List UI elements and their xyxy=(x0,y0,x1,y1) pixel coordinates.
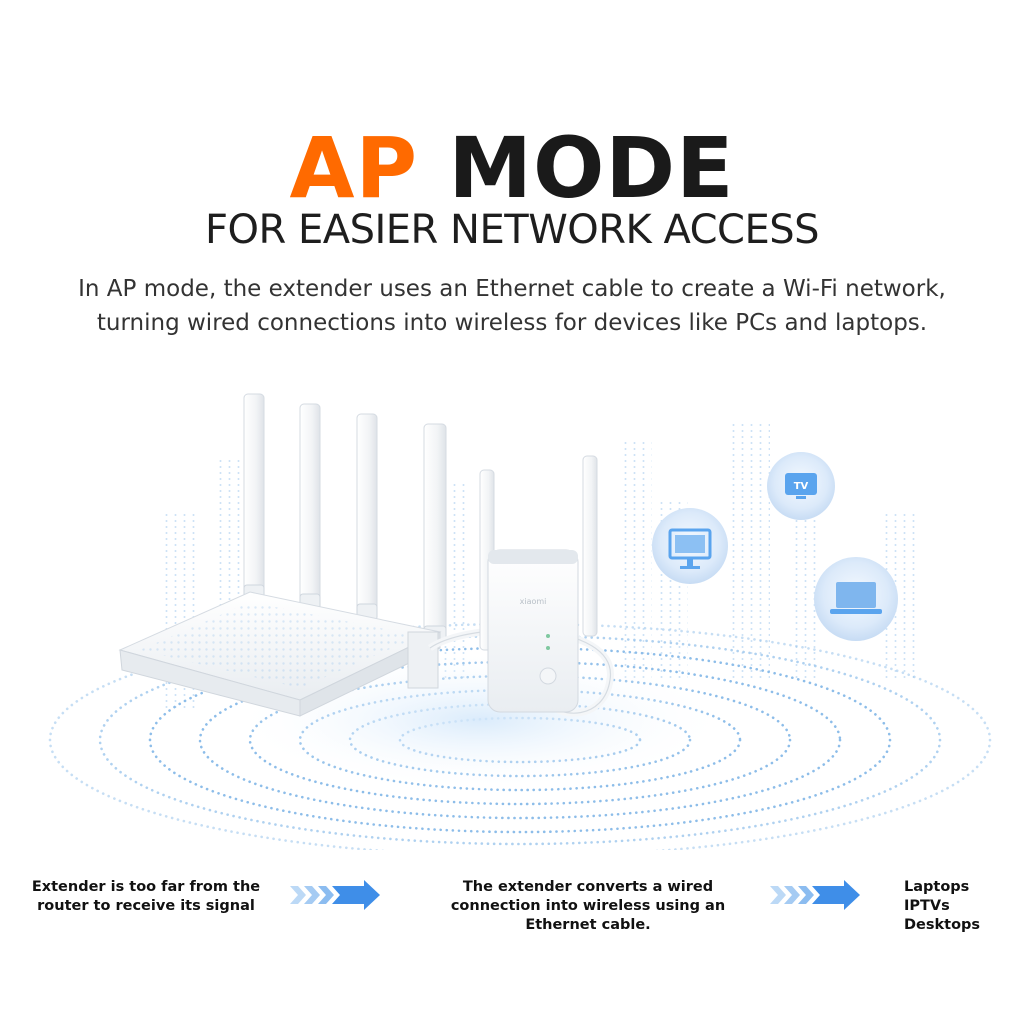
device-item-laptops: Laptops xyxy=(904,879,970,895)
description: In AP mode, the extender uses an Etherne… xyxy=(40,272,984,340)
product-scene: xiaomi TV xyxy=(48,393,992,850)
arrow-right-icon xyxy=(770,880,860,910)
router-antennas xyxy=(243,393,447,643)
laptop-bubble xyxy=(814,557,898,641)
step-1-text: Extender is too far from the router to r… xyxy=(31,879,261,914)
device-item-iptvs: IPTVs xyxy=(904,898,950,914)
step-2-text: The extender converts a wired connection… xyxy=(450,879,726,933)
tv-icon-label: TV xyxy=(794,481,809,492)
description-line-2: turning wired connections into wireless … xyxy=(96,310,928,336)
arrow-right-icon xyxy=(290,880,380,910)
title-rest: MODE xyxy=(448,119,735,217)
signal-bars xyxy=(160,420,916,710)
device-item-desktops: Desktops xyxy=(904,917,981,933)
title-accent: AP xyxy=(289,119,419,217)
extender-brand-text: xiaomi xyxy=(520,597,547,606)
page-subtitle: FOR EASIER NETWORK ACCESS xyxy=(204,207,820,253)
steps-row: Extender is too far from the router to r… xyxy=(0,872,1024,952)
tv-bubble: TV xyxy=(767,452,835,520)
device-list: Laptops IPTVs Desktops xyxy=(904,878,1014,935)
extender: xiaomi xyxy=(479,455,598,713)
router xyxy=(118,393,447,717)
description-line-1: In AP mode, the extender uses an Etherne… xyxy=(78,276,946,302)
desktop-bubble xyxy=(652,508,728,584)
page-title: AP MODE xyxy=(0,118,1024,218)
